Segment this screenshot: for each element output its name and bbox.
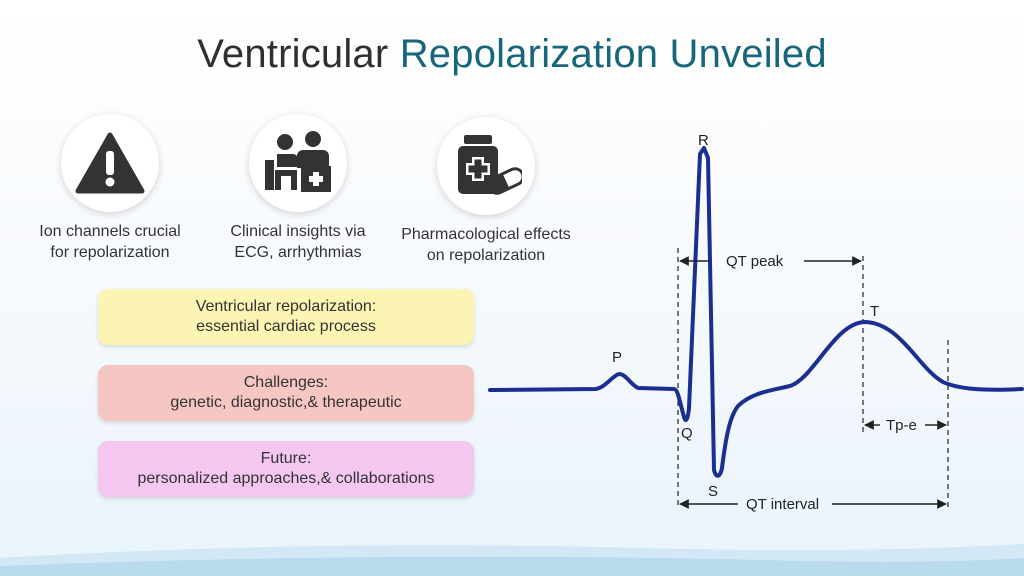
label-p: P: [612, 349, 622, 366]
box-challenges: Challenges: genetic, diagnostic,& therap…: [98, 365, 474, 421]
icon-caption-clinical-insights: Clinical insights via ECG, arrhythmias: [230, 223, 366, 261]
clinicians-icon: [265, 131, 331, 192]
label-q: Q: [681, 425, 693, 442]
warning-icon-circle: [61, 114, 159, 212]
warning-icon: [75, 132, 145, 194]
icon-caption-pharmacological: Pharmacological effects on repolarizatio…: [401, 226, 571, 264]
label-r: R: [698, 132, 709, 149]
title-part-accent: Repolarization Unveiled: [399, 32, 827, 76]
title-part-dark: Ventricular: [197, 32, 389, 76]
icon-caption-ion-channels: Ion channels crucial for repolarization: [39, 223, 181, 261]
bottom-wave-band: [0, 544, 1024, 576]
medication-icon: [458, 135, 522, 195]
clinicians-icon-circle: [249, 114, 347, 212]
label-qt-peak: QT peak: [726, 253, 784, 270]
ecg-diagram: P Q R S T QT peak Tp-e QT interval: [488, 132, 1024, 513]
box-ventricular-repolarization: Ventricular repolarization: essential ca…: [98, 289, 474, 345]
label-t: T: [870, 303, 879, 320]
ecg-trace: [488, 146, 1024, 478]
box-future: Future: personalized approaches,& collab…: [98, 441, 474, 497]
label-s: S: [708, 483, 718, 500]
medication-icon-circle: [437, 117, 535, 215]
label-qt-interval: QT interval: [746, 496, 819, 513]
page-title: Ventricular Repolarization Unveiled: [0, 28, 1024, 80]
label-tp-e: Tp-e: [886, 417, 917, 434]
